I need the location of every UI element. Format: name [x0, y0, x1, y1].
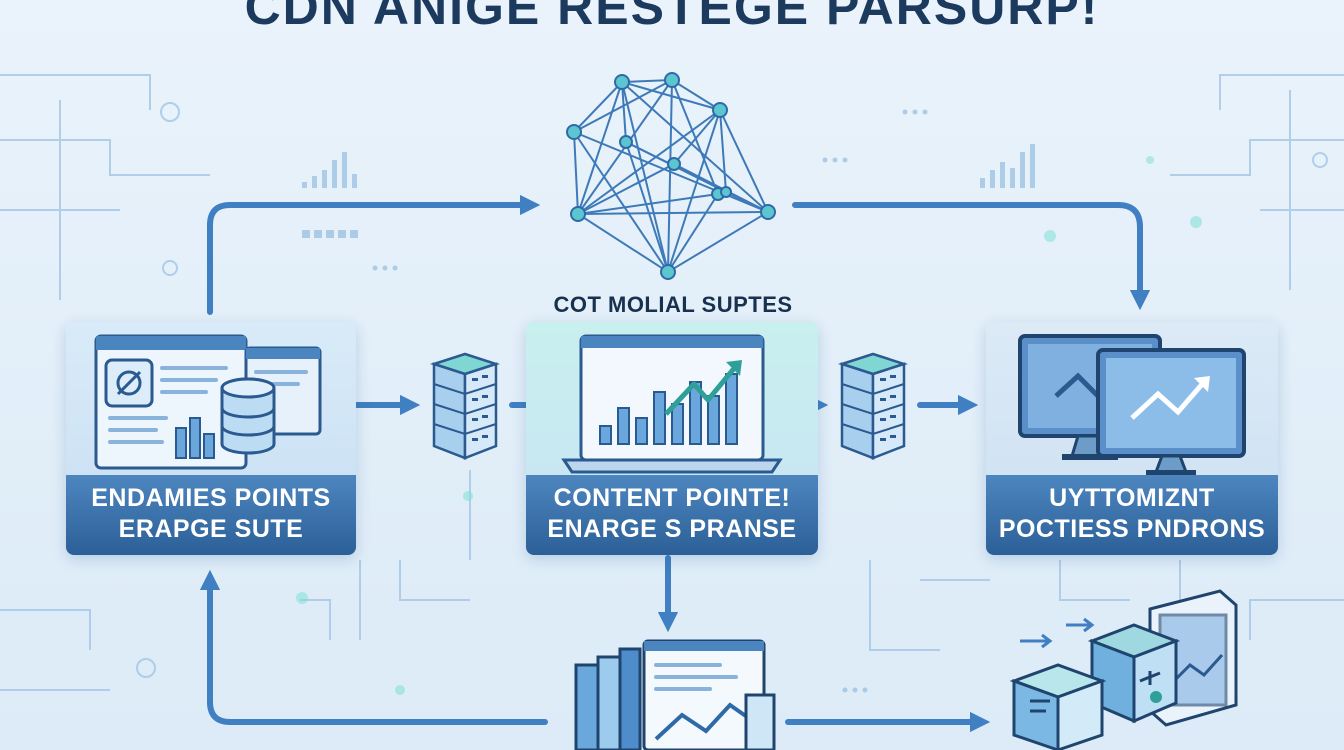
server-stack-icon — [430, 352, 500, 460]
panel-left-line2: ERAPGE SUTE — [118, 515, 304, 543]
dual-monitor-icon — [1018, 334, 1246, 476]
server-stack-icon — [838, 352, 908, 460]
arrow-network-to-right — [792, 202, 1151, 311]
panel-center-line1: CONTENT POINTE! — [553, 484, 791, 512]
panel-left: ENDAMIES POINTS ERAPGE SUTE — [66, 322, 356, 555]
middle-label: COT MOLIAL SUPTES — [553, 292, 793, 317]
cubes-dashboard-icon — [1009, 589, 1238, 750]
arrow-left-to-network — [207, 194, 541, 315]
panel-center-line2: ENARGE S PRANSE — [547, 515, 797, 543]
books-report-icon — [574, 639, 776, 750]
arrow-bottom-to-left — [199, 569, 548, 725]
diagram-title: CDN ANIGE RESTEGE PARSURP! — [244, 0, 1100, 35]
panel-right-line1: UYTTOMIZNT — [1049, 484, 1215, 512]
dashboard-database-icon — [94, 334, 322, 470]
network-mesh-icon — [566, 72, 776, 280]
panel-right: UYTTOMIZNT POCTIESS PNDRONS — [986, 322, 1278, 555]
panel-center: CONTENT POINTE! ENARGE S PRANSE — [526, 322, 818, 555]
panel-right-line2: POCTIESS PNDRONS — [998, 515, 1266, 543]
laptop-chart-icon — [561, 334, 783, 474]
panel-left-line1: ENDAMIES POINTS — [91, 484, 331, 512]
